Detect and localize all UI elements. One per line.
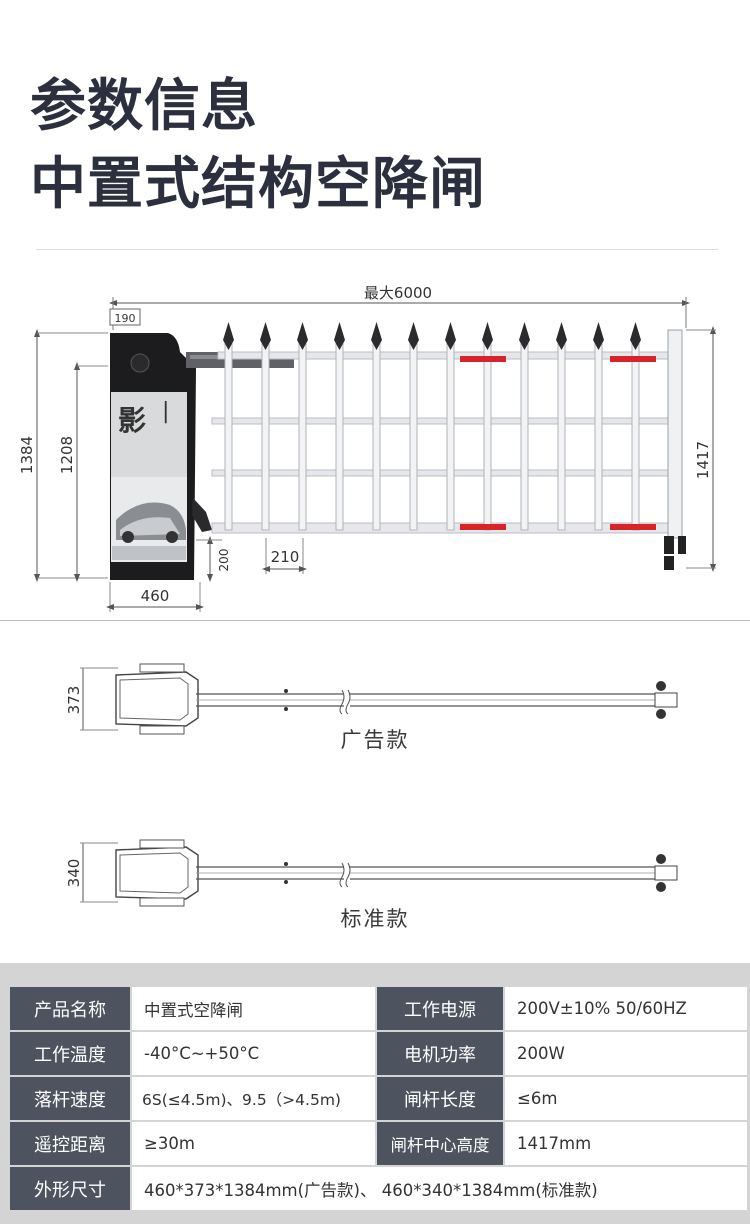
table-row: 落杆速度 6S(≤4.5m)、9.5（>4.5m) 闸杆长度 ≤6m [8,1075,749,1122]
dim-max-length: 最大6000 [364,284,432,302]
table-row: 产品名称 中置式空降闸 工作电源 200V±10% 50/60HZ [8,985,749,1032]
dim-460: 460 [141,587,170,605]
spec-value: 200V±10% 50/60HZ [503,985,749,1032]
front-elevation-drawing: 最大6000 190 影 | [18,284,716,612]
spec-value: 6S(≤4.5m)、9.5（>4.5m) [130,1075,377,1122]
spec-value: ≤6m [503,1075,749,1122]
spec-value: 200W [503,1030,749,1077]
spec-value: 460*373*1384mm(广告款)、 460*340*1384mm(标准款) [130,1165,749,1212]
top-view-standard: 340 [65,839,678,907]
dim-1208: 1208 [58,436,76,474]
caption-advert-model: 广告款 [340,728,410,752]
svg-text:影: 影 [118,404,146,437]
top-view-advert: 373 [65,663,678,735]
dim-373: 373 [65,686,83,715]
spec-table-panel: 产品名称 中置式空降闸 工作电源 200V±10% 50/60HZ 工作温度 -… [0,963,750,1224]
spec-label: 工作电源 [375,985,505,1032]
spec-label: 电机功率 [375,1030,505,1077]
table-row: 工作温度 -40°C~+50°C 电机功率 200W [8,1030,749,1077]
divider [0,620,750,621]
divider [36,249,718,250]
dim-340: 340 [65,859,83,888]
svg-text:|: | [162,399,169,424]
reflector-strips [460,356,656,530]
fence-pickets [224,339,640,531]
spec-table: 产品名称 中置式空降闸 工作电源 200V±10% 50/60HZ 工作温度 -… [8,985,749,1212]
spec-label: 遥控距离 [8,1120,132,1167]
table-row: 遥控距离 ≥30m 闸杆中心高度 1417mm [8,1120,749,1167]
dim-1384: 1384 [18,436,36,474]
dim-210: 210 [271,548,300,566]
dim-190: 190 [115,312,136,325]
dim-1417: 1417 [694,441,712,479]
dim-200: 200 [217,549,231,572]
spec-label: 产品名称 [8,985,132,1032]
product-title: 中置式结构空降闸 [30,152,486,217]
spec-label: 闸杆长度 [375,1075,505,1122]
spear-tips [223,322,641,350]
spec-label: 落杆速度 [8,1075,132,1122]
spec-value: -40°C~+50°C [130,1030,377,1077]
spec-value: ≥30m [130,1120,377,1167]
spec-label: 外形尺寸 [8,1165,132,1212]
spec-label: 闸杆中心高度 [375,1120,505,1167]
spec-value: 1417mm [503,1120,749,1167]
page-title: 参数信息 [30,74,258,139]
spec-label: 工作温度 [8,1030,132,1077]
spec-value: 中置式空降闸 [130,985,377,1032]
caption-standard-model: 标准款 [340,907,410,931]
table-row: 外形尺寸 460*373*1384mm(广告款)、 460*340*1384mm… [8,1165,749,1212]
